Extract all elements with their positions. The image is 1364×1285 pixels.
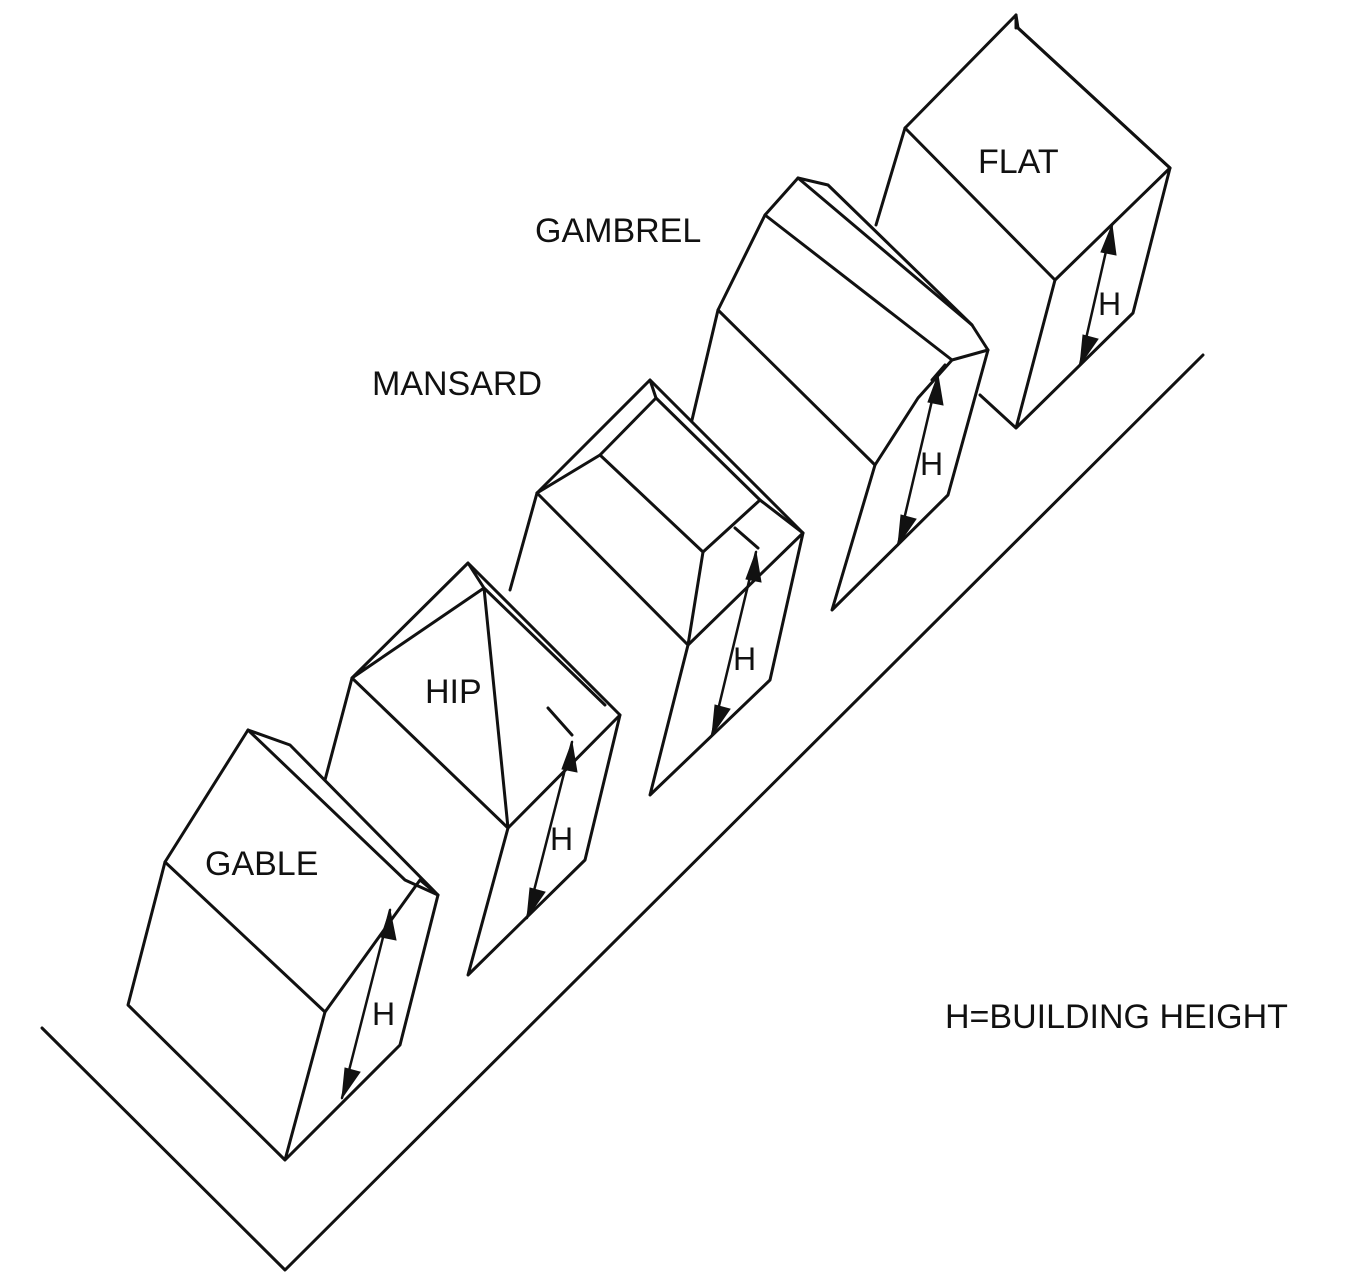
gable-arrow-head-bottom	[341, 1067, 361, 1100]
gambrel-walls	[690, 308, 990, 612]
mansard-height-arrow	[710, 550, 758, 737]
hip-height-label: H	[550, 821, 573, 857]
hip-building: H HIP	[323, 561, 622, 977]
mansard-building: H MANSARD	[372, 365, 805, 797]
gable-height-label: H	[372, 996, 395, 1032]
gable-walls	[126, 860, 440, 1162]
gambrel-roof-lines	[763, 176, 974, 362]
flat-building: H FLAT	[874, 13, 1172, 430]
gable-building: H GABLE	[126, 728, 440, 1162]
hip-roof	[350, 561, 622, 830]
flat-height-label: H	[1098, 286, 1121, 322]
flat-parapet	[1014, 13, 1172, 170]
hip-height-arrow	[525, 740, 574, 920]
hip-tick	[546, 706, 574, 737]
ground-line	[40, 353, 1205, 1272]
gable-arrow-head-top	[380, 908, 397, 941]
gambrel-arrow-head-bottom	[897, 514, 917, 547]
gable-ridge	[246, 728, 440, 897]
gable-label: GABLE	[205, 845, 318, 883]
hip-arrow-head-top	[561, 740, 578, 773]
mansard-arrow-head-bottom	[711, 704, 731, 737]
gambrel-tick	[930, 363, 947, 382]
mansard-roof-outer	[535, 378, 805, 647]
gable-height-arrow	[340, 908, 392, 1100]
mansard-height-label: H	[733, 641, 756, 677]
hip-label: HIP	[425, 673, 482, 711]
gambrel-building: H GAMBREL	[535, 176, 990, 612]
hip-arrow-head-bottom	[526, 887, 546, 920]
mansard-roof-edges	[535, 378, 805, 647]
gambrel-label: GAMBREL	[535, 212, 701, 250]
flat-label: FLAT	[978, 143, 1059, 181]
legend-text: H=BUILDING HEIGHT	[945, 998, 1288, 1036]
gambrel-roof	[716, 176, 990, 467]
gambrel-height-label: H	[920, 446, 943, 482]
flat-arrow-head-top	[1100, 223, 1117, 256]
gambrel-arrow-head-top	[927, 373, 944, 406]
flat-arrow-head-bottom	[1079, 334, 1099, 367]
mansard-label: MANSARD	[372, 365, 542, 403]
flat-walls	[874, 126, 1172, 430]
mansard-walls	[508, 491, 805, 797]
mansard-arrow-head-top	[745, 550, 762, 583]
mansard-tick	[733, 526, 760, 550]
